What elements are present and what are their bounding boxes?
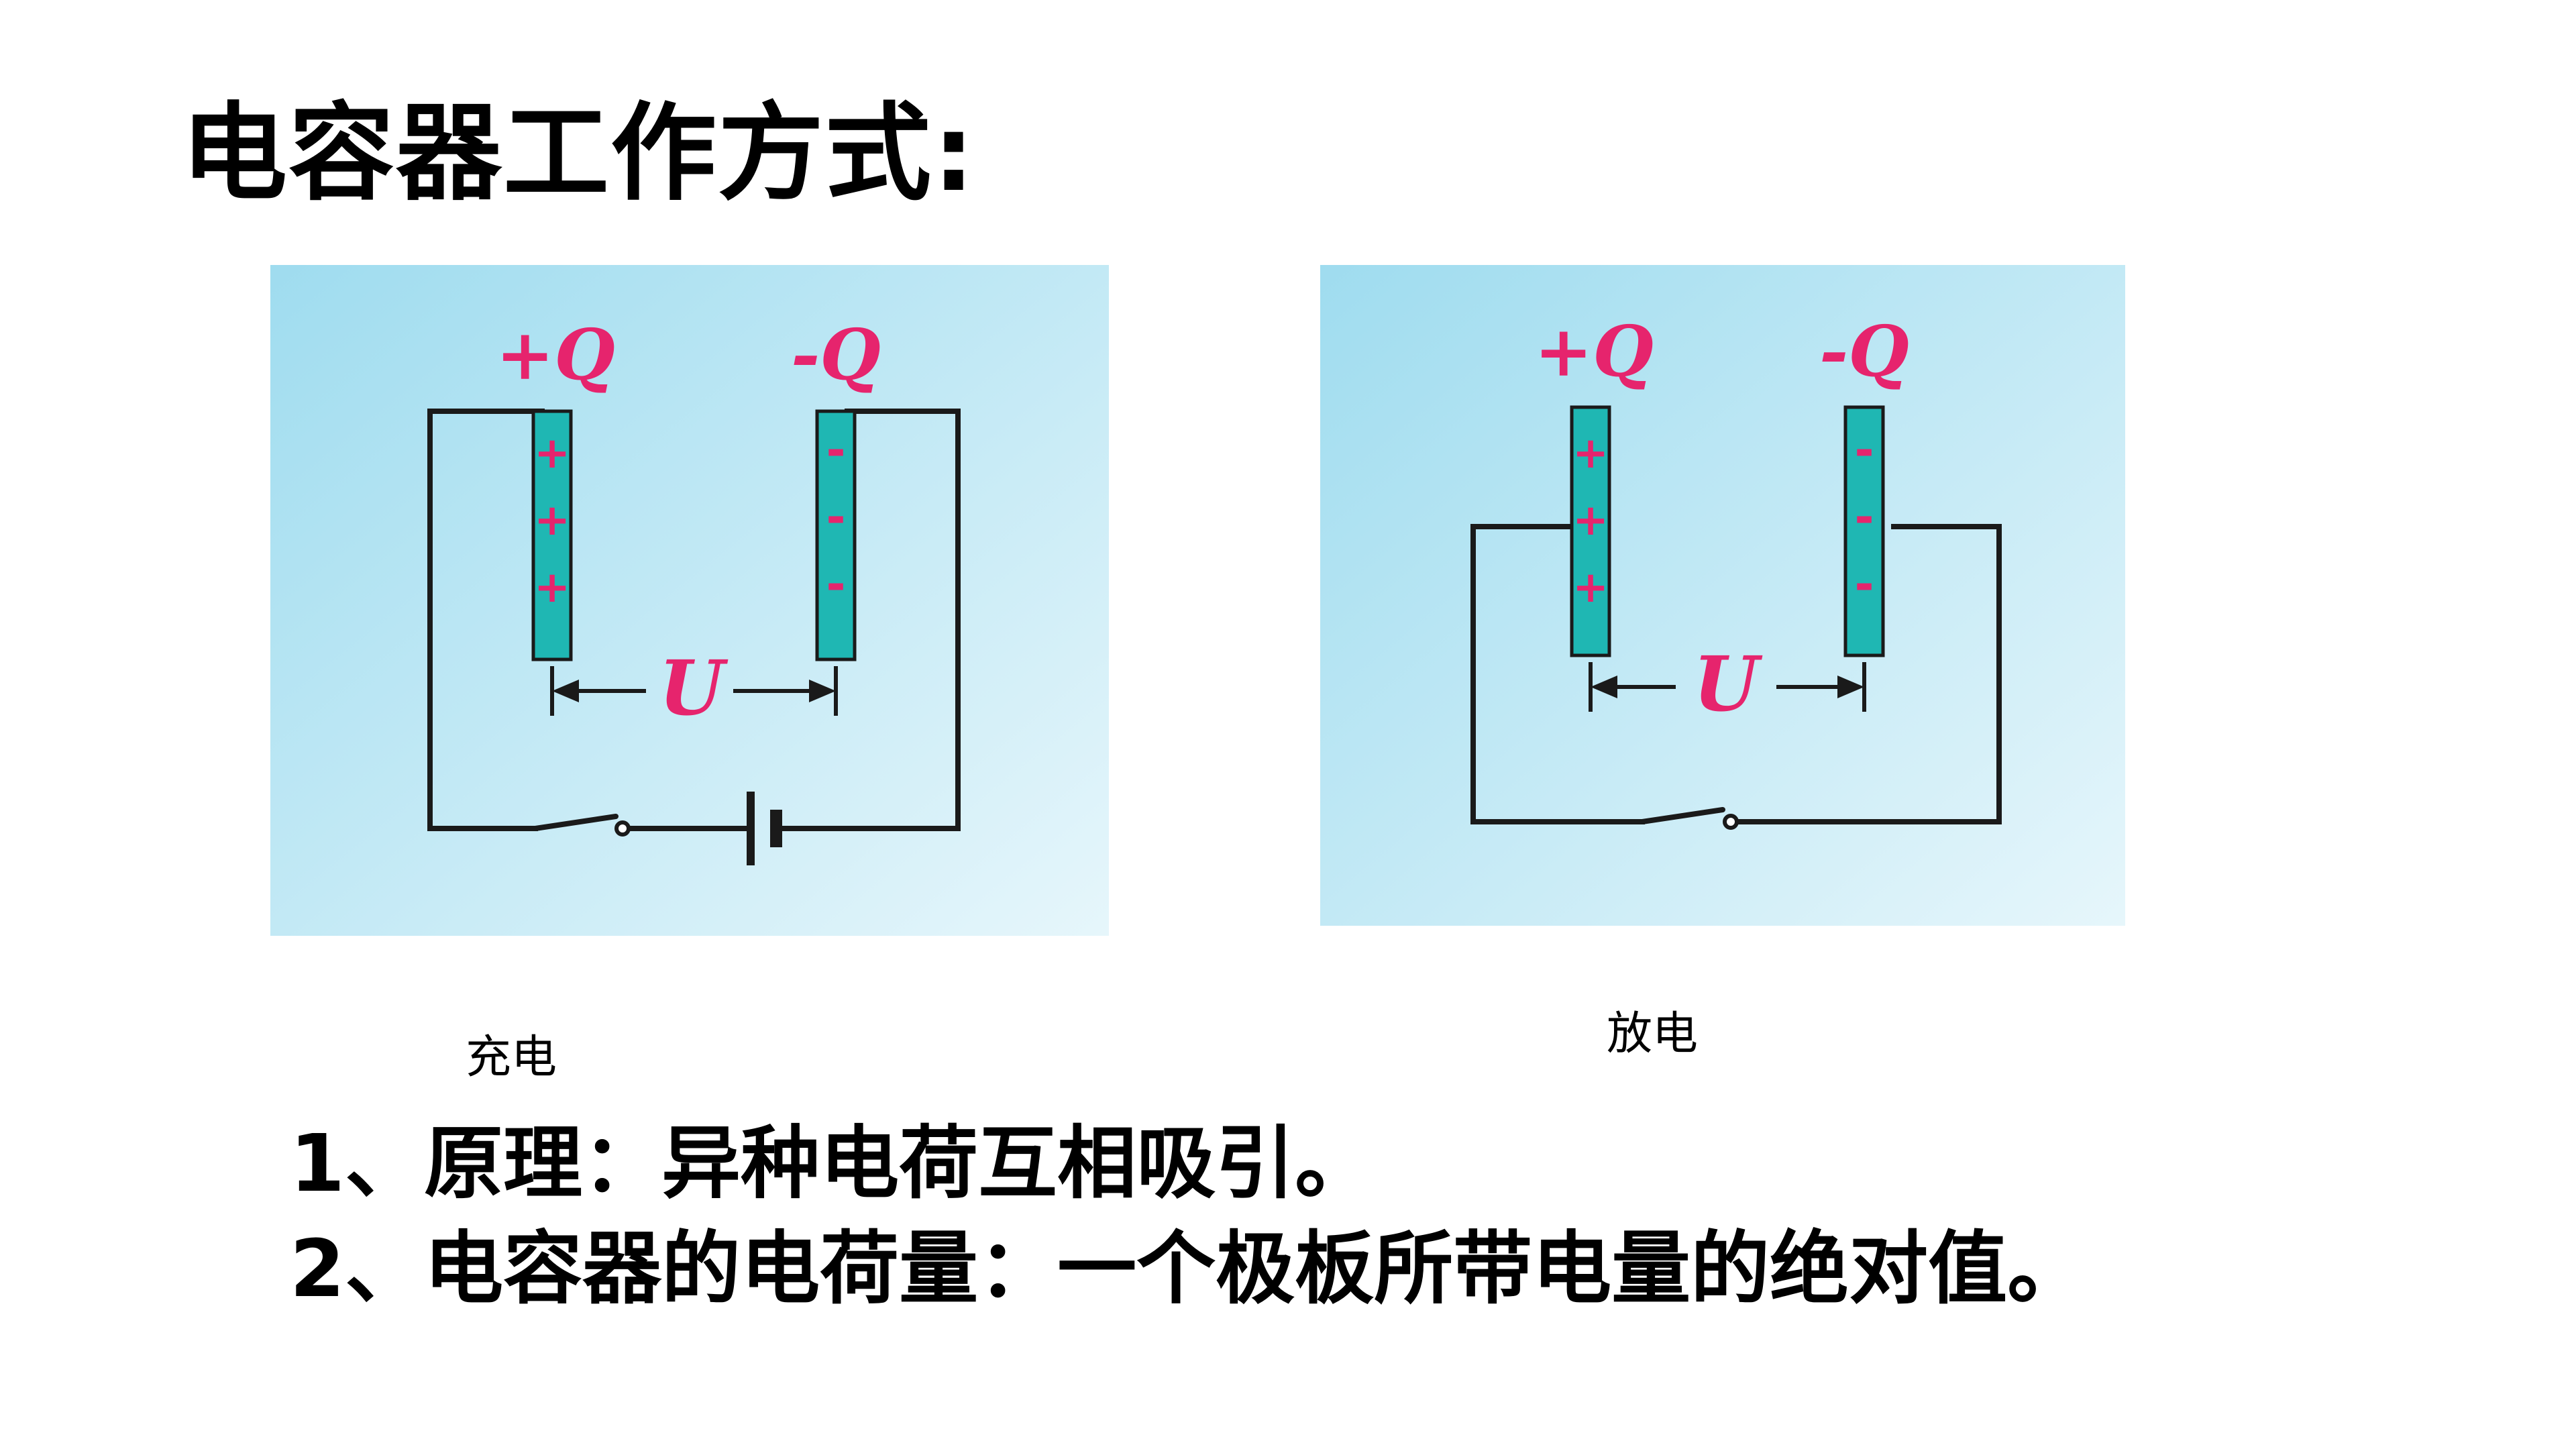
positive-plate-sign: + [534, 429, 570, 478]
discharging-circuit-svg: + + + - - - +Q -Q U [1320, 265, 2125, 926]
negative-charge-label: -Q [791, 313, 881, 396]
negative-plate-sign: - [826, 423, 845, 478]
voltage-arrow-right-head [1837, 676, 1864, 698]
panel-background [1320, 265, 2125, 926]
slide-title: 电容器工作方式: [181, 92, 977, 215]
battery-symbol [747, 792, 830, 865]
voltage-arrow-left-head [552, 680, 579, 702]
voltage-indicator [1589, 662, 1866, 712]
switch-contact [614, 820, 631, 837]
positive-plate [531, 409, 573, 661]
charging-circuit-svg: + + + - - - +Q -Q U [270, 265, 1109, 936]
voltage-indicator [550, 666, 838, 716]
negative-plate-sign: - [1854, 557, 1874, 612]
voltage-arrow-left-head [1591, 676, 1617, 698]
discharging-caption: 放电 [1607, 1008, 1699, 1061]
positive-charge-label: +Q [496, 313, 615, 396]
wire-left [1470, 524, 1645, 824]
battery-short-plate [770, 810, 782, 847]
charge-definition-point: 2、电容器的电荷量：一个极板所带电量的绝对值。 [290, 1222, 2087, 1315]
positive-plate-sign: + [1572, 429, 1609, 478]
switch-lever [533, 814, 619, 831]
voltage-arrow-right-head [809, 680, 836, 702]
voltage-label: U [1693, 641, 1763, 729]
switch-symbol [1640, 807, 1739, 830]
negative-plate-sign: - [1854, 490, 1874, 545]
charging-caption: 充电 [466, 1031, 557, 1084]
charging-circuit-diagram: + + + - - - +Q -Q U [270, 265, 1109, 936]
negative-plate [815, 409, 857, 661]
panel-background [270, 265, 1109, 936]
negative-charge-label: -Q [1819, 310, 1909, 392]
battery-long-plate [747, 792, 755, 865]
positive-plate-sign: + [534, 563, 570, 612]
wire-left [427, 409, 545, 831]
principle-point: 1、原理：异种电荷互相吸引。 [290, 1117, 1375, 1210]
negative-plate-sign: - [826, 490, 845, 545]
positive-plate-sign: + [1572, 496, 1609, 545]
positive-plate-sign: + [1572, 563, 1609, 612]
negative-plate-sign: - [1854, 423, 1874, 478]
switch-symbol [533, 814, 631, 837]
negative-plate [1843, 405, 1885, 657]
wire-right [1728, 524, 2002, 824]
negative-plate-sign: - [826, 557, 845, 612]
positive-plate-sign: + [534, 496, 570, 545]
wire-right [828, 409, 961, 831]
switch-contact [1723, 814, 1739, 830]
voltage-label: U [659, 645, 729, 733]
positive-charge-label: +Q [1534, 310, 1654, 392]
switch-lever [1640, 807, 1725, 824]
positive-plate [1570, 405, 1611, 657]
discharging-circuit-diagram: + + + - - - +Q -Q U [1320, 265, 2125, 926]
battery-wire-stub [782, 826, 830, 831]
